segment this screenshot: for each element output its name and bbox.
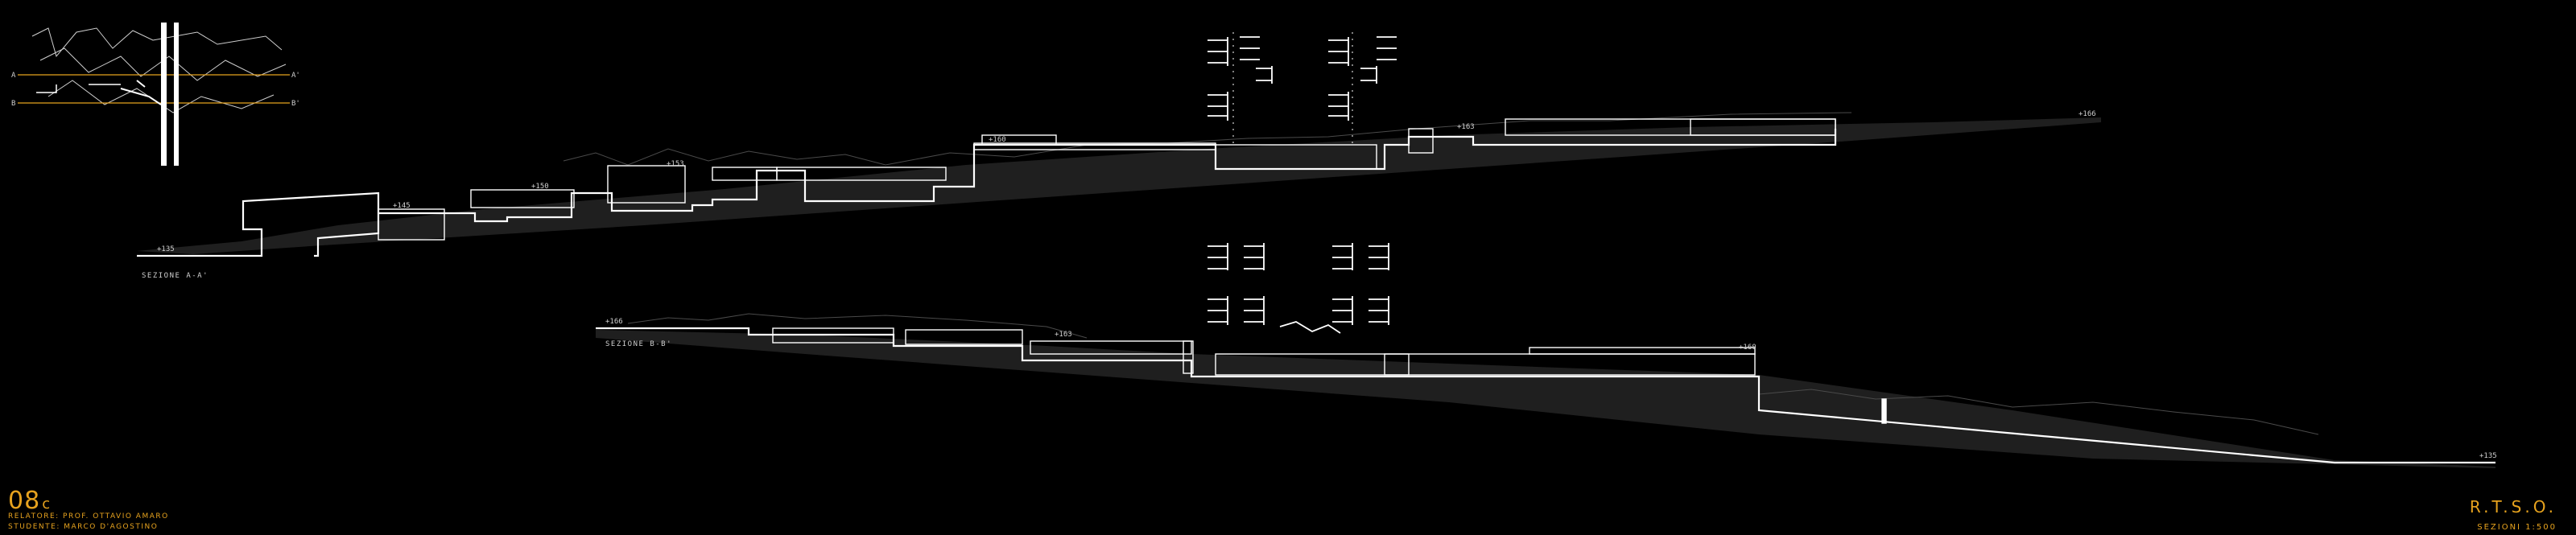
section-a-elev-160: +160 — [989, 136, 1006, 144]
section-b-elev-163: +163 — [1055, 331, 1072, 339]
section-b-elev-166: +166 — [605, 318, 623, 326]
section-a-elev-153: +153 — [667, 160, 684, 168]
section-a-elev-166: +166 — [2079, 110, 2096, 118]
section-b-label: SEZIONE B-B' — [605, 340, 672, 348]
section-a-elev-150: +150 — [531, 183, 549, 191]
section-b-terrain — [596, 330, 2496, 468]
drawing-scale: SEZIONI 1:500 — [2477, 523, 2557, 532]
section-b-profile — [596, 327, 2496, 464]
sheet-number-suffix: c — [42, 496, 52, 512]
key-plan-cut-b: B — [11, 100, 15, 108]
sheet-number-value: 08 — [8, 487, 41, 515]
key-plan: A A' B B' — [11, 23, 300, 166]
key-plan-cut-b-prime: B' — [291, 100, 300, 108]
section-b-elev-135: +135 — [2479, 452, 2497, 460]
section-b-drawing: +166 +163 +160 +135 SEZIONE B-B' — [596, 243, 2497, 468]
section-a-drawing: +135 +145 +150 +153 +160 +163 +166 SEZIO… — [137, 32, 2101, 280]
section-a-elev-163: +163 — [1457, 123, 1475, 131]
section-a-label: SEZIONE A-A' — [142, 272, 208, 280]
advisor-credit: RELATORE: PROF. OTTAVIO AMARO — [8, 512, 169, 521]
section-a-terrain — [137, 117, 2101, 254]
student-credit: STUDENTE: MARCO D'AGOSTINO — [8, 523, 159, 531]
section-a-elev-145: +145 — [393, 202, 411, 210]
project-title: R.T.S.O. — [2469, 497, 2557, 516]
section-b-elev-160: +160 — [1739, 344, 1757, 352]
section-a-elev-135: +135 — [157, 245, 175, 253]
key-plan-cut-a: A — [11, 72, 16, 80]
key-plan-cut-a-prime: A' — [291, 72, 300, 80]
